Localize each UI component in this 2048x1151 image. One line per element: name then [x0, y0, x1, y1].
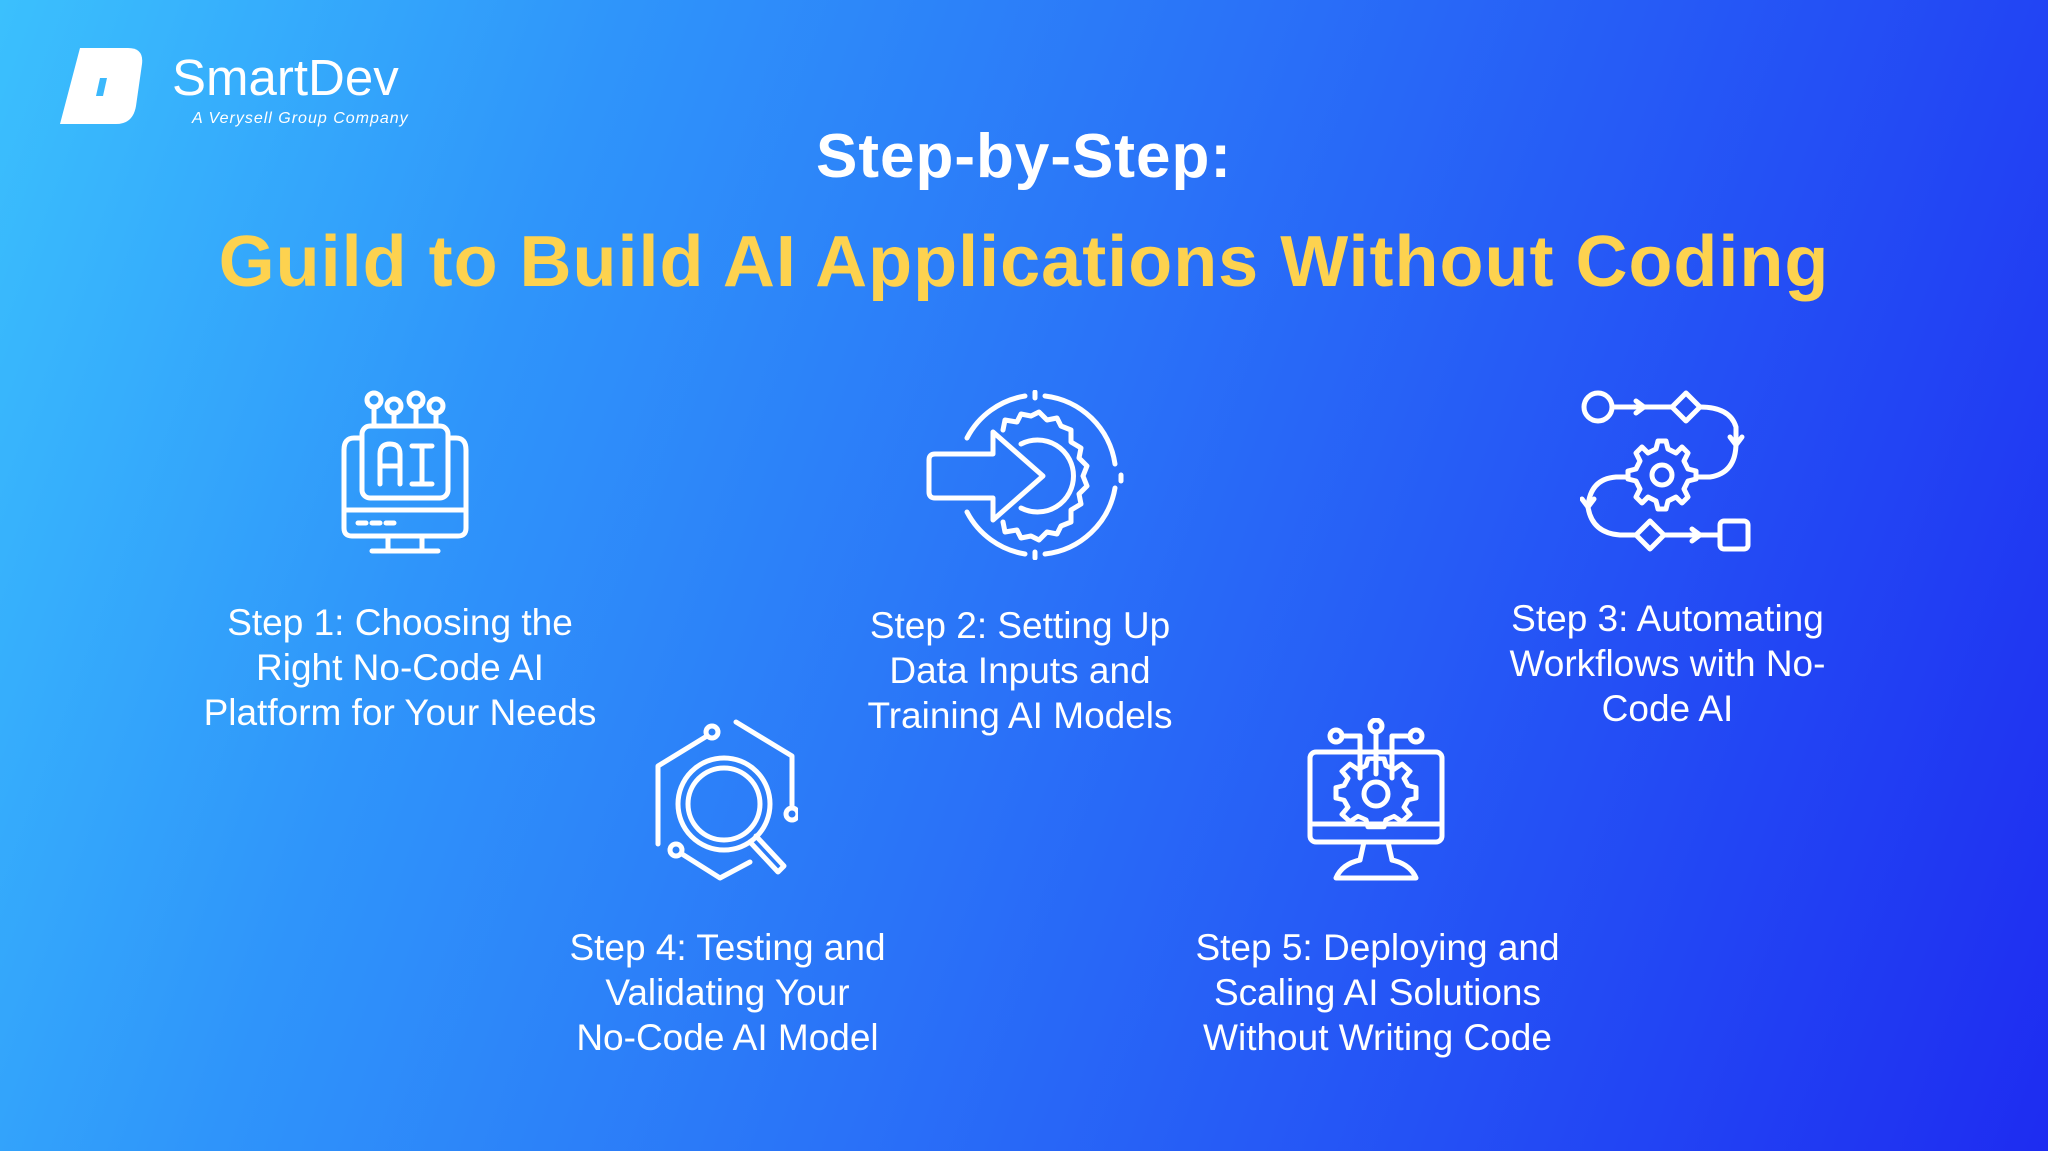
step-1-label: Step 1: Choosing the Right No-Code AI Pl…	[203, 602, 597, 733]
step-2-label: Step 2: Setting Up Data Inputs and Train…	[867, 605, 1173, 736]
page-subtitle: Guild to Build AI Applications Without C…	[218, 222, 1830, 302]
workflow-icon	[1580, 390, 1751, 552]
step-4-label: Step 4: Testing and Validating Your No-C…	[569, 927, 886, 1058]
step-3-label: Step 3: Automating Workflows with No- Co…	[1509, 598, 1826, 729]
monitor-gear-icon	[1307, 718, 1445, 881]
brand-tagline: A Verysell Group Company	[192, 110, 409, 127]
step-5-label: Step 5: Deploying and Scaling AI Solutio…	[1195, 927, 1560, 1058]
brand-name: SmartDev	[172, 49, 399, 106]
ai-monitor-icon	[341, 390, 469, 554]
arrow-gear-icon	[926, 390, 1124, 560]
magnifier-circuit-icon	[655, 719, 798, 881]
page-title: Step-by-Step:	[816, 122, 1232, 191]
smartdev-logo-icon	[60, 48, 143, 124]
